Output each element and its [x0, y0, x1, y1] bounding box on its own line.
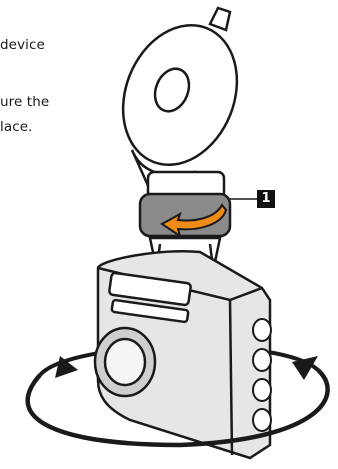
rotation-ring-front	[25, 368, 330, 448]
ring-arrowhead-left	[55, 356, 78, 378]
ring-arrowhead-right	[292, 356, 318, 380]
instruction-line-3: lace.	[0, 119, 33, 135]
instruction-line-2: ure the	[0, 94, 50, 110]
callout-badge: 1	[257, 190, 275, 208]
rotate-arrow	[160, 203, 228, 239]
camera-lens	[93, 326, 157, 398]
instruction-line-1: device	[0, 37, 45, 53]
suction-cup	[121, 6, 239, 192]
side-buttons	[252, 318, 272, 432]
dashcam-body	[96, 250, 272, 460]
